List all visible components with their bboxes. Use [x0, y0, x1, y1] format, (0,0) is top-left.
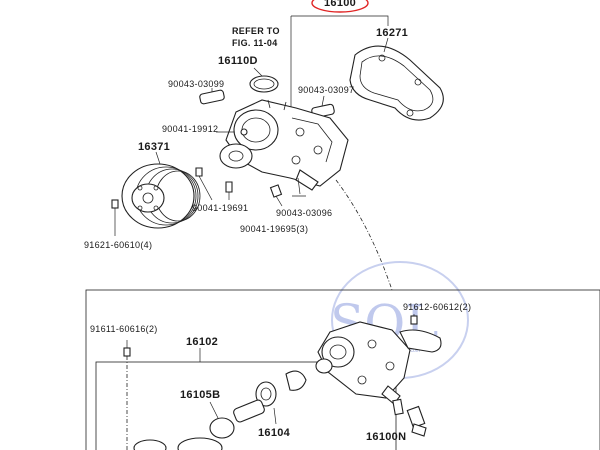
label-90043-03096: 90043-03096: [276, 208, 332, 218]
cover-plate: [133, 370, 307, 450]
pump-housing-detail: [315, 321, 442, 405]
label-90043-03097: 90043-03097: [298, 85, 354, 95]
bolt-90041-19695: [292, 177, 306, 197]
bolt-90041-19691: [195, 167, 233, 201]
bolt-91612-60612: [410, 314, 418, 325]
pin-90043-03096: [269, 184, 283, 207]
seal-16105b: [209, 401, 235, 439]
refer-note-line2: FIG. 11-04: [232, 38, 278, 48]
header-code: 16100: [311, 0, 369, 13]
label-91612-60612: 91612-60612(2): [403, 302, 471, 312]
label-16110d: 16110D: [218, 55, 258, 67]
header-highlight: [311, 0, 369, 13]
pulley-16371: [121, 151, 201, 229]
pulley-bolt-91621-60610: [111, 199, 119, 236]
label-90043-03099: 90043-03099: [168, 79, 224, 89]
label-91611-60616: 91611-60616(2): [90, 324, 158, 334]
label-90041-19695: 90041-19695(3): [240, 224, 308, 234]
label-90041-19912: 90041-19912: [162, 124, 218, 134]
assembly-leader: [335, 179, 393, 291]
dowel-pin-90043-03099: [199, 88, 225, 105]
label-90041-19691: 90041-19691: [192, 203, 248, 213]
detail-box: [85, 289, 600, 450]
label-16105b: 16105B: [180, 389, 220, 401]
refer-note-line1: REFER TO: [232, 26, 280, 36]
bolt-90041-19912: [216, 128, 248, 136]
label-91621-60610: 91621-60610(4): [84, 240, 152, 250]
label-16271: 16271: [376, 27, 408, 39]
header-code-text: 16100: [324, 0, 356, 9]
o-ring-16110d: [249, 67, 279, 93]
header-bracket: [290, 15, 389, 112]
impeller-16104: [233, 381, 277, 425]
gasket-16271: [349, 37, 444, 121]
sensor-16100n: [392, 398, 427, 437]
water-pump-assembly: [219, 99, 349, 191]
bolt-91611-60616: [123, 340, 131, 450]
label-16100n: 16100N: [366, 431, 406, 443]
label-16102: 16102: [186, 336, 218, 348]
refer-note: REFER TO FIG. 11-04: [232, 26, 280, 48]
label-16104: 16104: [258, 427, 291, 439]
label-16371: 16371: [138, 141, 170, 153]
